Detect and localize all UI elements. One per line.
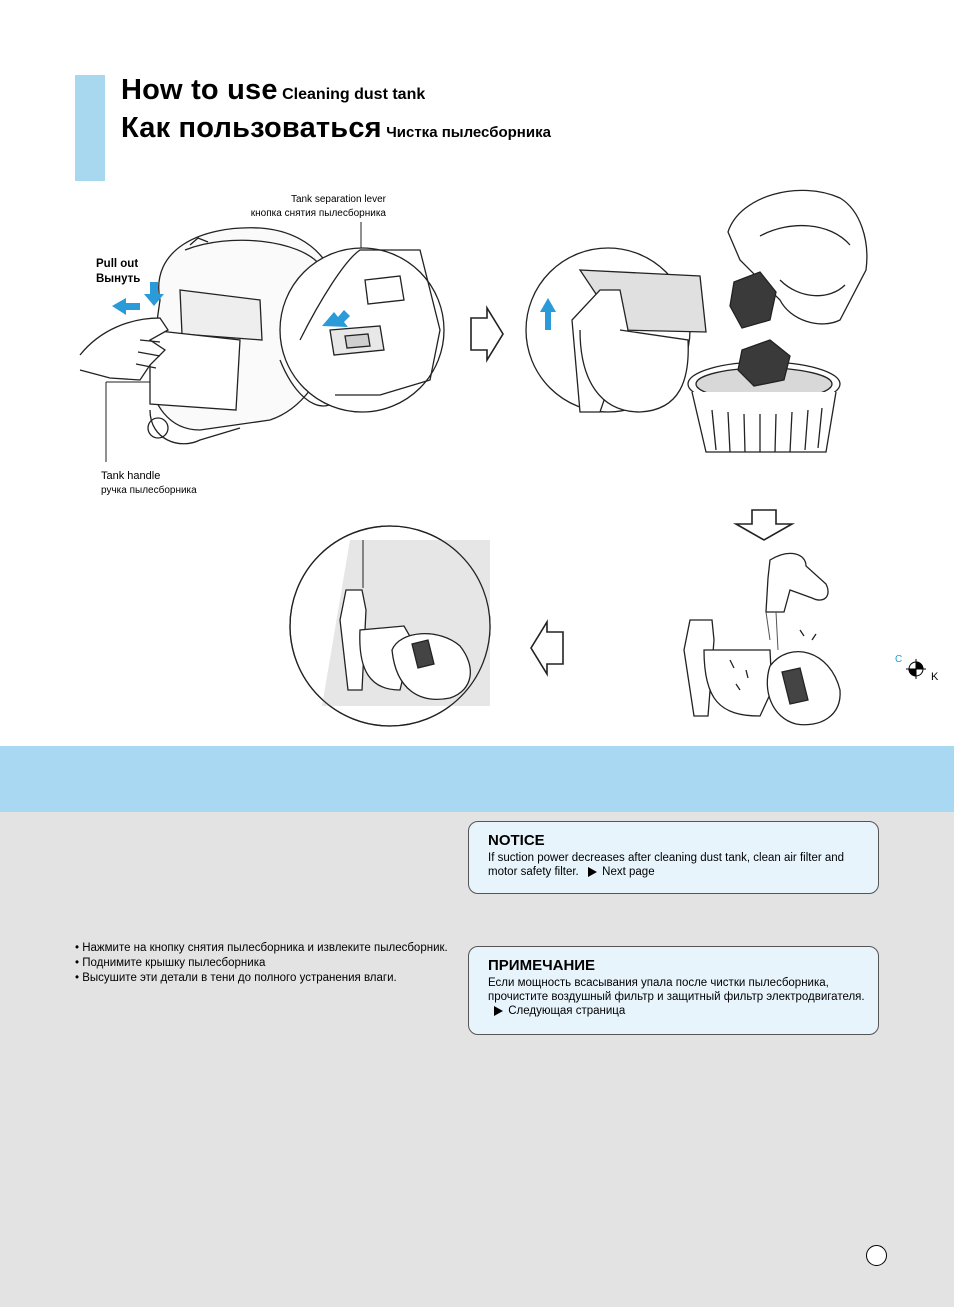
- title-en-line: How to use Cleaning dust tank: [121, 74, 425, 107]
- lever-label: Tank separation lever кнопка снятия пыле…: [250, 194, 386, 219]
- steps-list-ru: • Нажмите на кнопку снятия пылесборника …: [75, 941, 455, 986]
- next-page-link-ru[interactable]: Следующая страница: [508, 1005, 626, 1017]
- next-page-arrow-icon: [587, 866, 597, 877]
- notice-title-ru: ПРИМЕЧАНИЕ: [488, 957, 596, 974]
- notice-title-en: NOTICE: [488, 832, 545, 849]
- registration-k: K: [931, 671, 939, 683]
- page-number-circle: [866, 1245, 887, 1266]
- pull-out-label: Pull out Вынуть: [96, 258, 141, 285]
- page-subtitle-en: Cleaning dust tank: [282, 86, 426, 103]
- page-title-ru: Как пользоваться: [121, 112, 382, 144]
- notice-text-ru: Если мощность всасывания упала после чис…: [488, 977, 865, 1017]
- next-page-link-en[interactable]: Next page: [602, 866, 655, 878]
- notice-box-en: NOTICE If suction power decreases after …: [468, 821, 879, 894]
- blue-arrows: [112, 282, 556, 330]
- page-subtitle-ru: Чистка пылесборника: [386, 124, 551, 141]
- tank-handle-label: Tank handle ручка пылесборника: [101, 470, 197, 496]
- page-title-en: How to use: [121, 74, 278, 106]
- registration-mark-icon: [906, 659, 926, 679]
- list-item: • Высушите эти детали в тени до полного …: [75, 972, 397, 984]
- vacuum-cleaner-illustration: [79, 227, 341, 445]
- list-item: • Нажмите на кнопку снятия пылесборника …: [75, 942, 448, 954]
- arrow-left-outline: [530, 619, 564, 677]
- list-item: • Поднимите крышку пылесборника: [75, 957, 266, 969]
- title-accent-bar: [75, 75, 105, 181]
- title-ru-line: Как пользоваться Чистка пылесборника: [121, 112, 551, 145]
- text-area-background: [0, 812, 954, 1307]
- notice-box-ru: ПРИМЕЧАНИЕ Если мощность всасывания упал…: [468, 946, 879, 1035]
- registration-c: C: [895, 654, 903, 665]
- arrow-down-outline: [732, 509, 796, 541]
- notice-text-en: If suction power decreases after cleanin…: [488, 852, 845, 878]
- faucet-washing-illustration: [683, 552, 841, 726]
- section-band: [0, 746, 954, 812]
- next-page-arrow-icon: [494, 1005, 503, 1016]
- arrow-right-outline: [470, 305, 504, 363]
- illustration-canvas: [79, 189, 926, 727]
